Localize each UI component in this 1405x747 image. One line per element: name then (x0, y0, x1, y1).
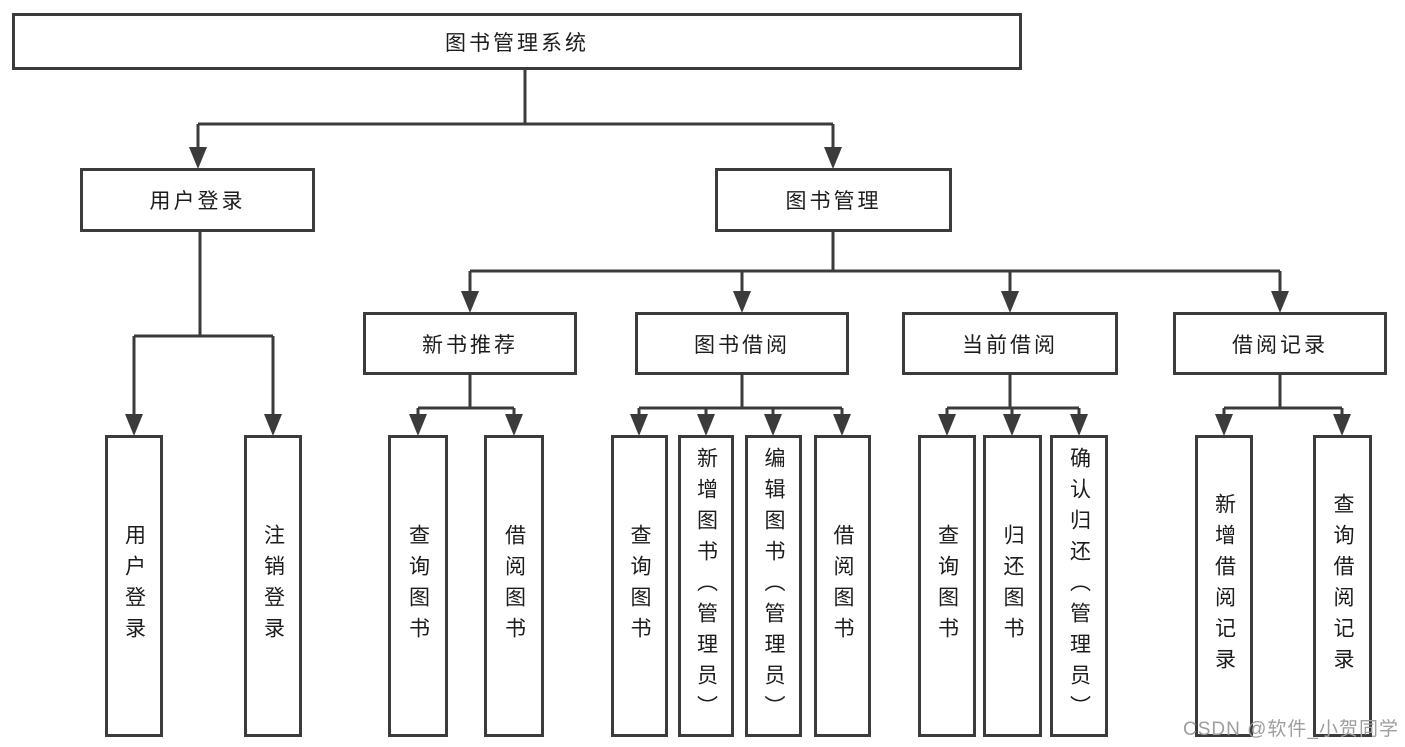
node-borrowing-records: 借阅记录 (1173, 312, 1387, 375)
leaf-edit-books-admin: 编辑图书（管理员） (745, 435, 802, 737)
leaf-query-books-current-label: 查询图书 (935, 524, 959, 648)
leaf-add-borrow-record: 新增借阅记录 (1195, 435, 1253, 737)
arrow-down-icon (1215, 414, 1233, 436)
arrow-down-icon (189, 147, 207, 169)
arrow-down-icon (1070, 414, 1088, 436)
node-current-borrowing: 当前借阅 (902, 312, 1118, 375)
csdn-watermark: CSDN @软件_小贺同学 (1183, 719, 1399, 740)
leaf-return-books: 归还图书 (983, 435, 1042, 737)
leaf-add-books-admin-label: 新增图书（管理员） (694, 446, 718, 726)
arrow-down-icon (461, 291, 479, 313)
arrow-down-icon (409, 414, 427, 436)
leaf-logout-label: 注销登录 (261, 524, 285, 648)
arrow-down-icon (1001, 291, 1019, 313)
arrow-down-icon (1003, 414, 1021, 436)
leaf-query-books-recommend: 查询图书 (388, 435, 448, 737)
arrow-down-icon (630, 414, 648, 436)
leaf-confirm-return-admin-label: 确认归还（管理员） (1067, 446, 1091, 726)
node-book-management-label: 图书管理 (785, 190, 882, 213)
node-new-book-recommend: 新书推荐 (363, 312, 577, 375)
leaf-borrow-books-label: 借阅图书 (831, 524, 854, 648)
node-book-borrowing-label: 图书借阅 (694, 333, 790, 357)
leaf-confirm-return-admin: 确认归还（管理员） (1050, 435, 1108, 737)
arrow-down-icon (824, 147, 842, 169)
leaf-add-borrow-record-label: 新增借阅记录 (1212, 493, 1236, 679)
leaf-borrow-books: 借阅图书 (814, 435, 871, 737)
arrow-down-icon (697, 414, 715, 436)
leaf-query-borrow-record: 查询借阅记录 (1313, 435, 1372, 737)
arrow-down-icon (1333, 414, 1351, 436)
leaf-query-books-recommend-label: 查询图书 (406, 524, 430, 648)
connector-paths (132, 70, 1344, 417)
node-book-borrowing: 图书借阅 (635, 312, 849, 375)
node-library-system-label: 图书管理系统 (445, 31, 589, 55)
leaf-query-books-label: 查询图书 (628, 524, 651, 648)
arrow-down-icon (125, 414, 143, 436)
leaf-borrow-books-recommend-label: 借阅图书 (502, 524, 526, 648)
leaf-logout: 注销登录 (244, 435, 302, 737)
arrow-down-icon (733, 291, 751, 313)
leaf-user-login-label: 用户登录 (122, 524, 146, 648)
leaf-return-books-label: 归还图书 (1001, 524, 1024, 648)
leaf-edit-books-admin-label: 编辑图书（管理员） (762, 446, 785, 726)
leaf-add-books-admin: 新增图书（管理员） (678, 435, 734, 737)
node-user-login-label: 用户登录 (149, 190, 246, 213)
node-library-system: 图书管理系统 (12, 13, 1022, 70)
arrow-down-icon (833, 414, 851, 436)
arrow-down-icon (505, 414, 523, 436)
node-user-login: 用户登录 (80, 168, 315, 232)
node-current-borrowing-label: 当前借阅 (962, 333, 1058, 357)
leaf-borrow-books-recommend: 借阅图书 (484, 435, 544, 737)
node-book-management: 图书管理 (715, 168, 952, 232)
arrow-down-icons (125, 147, 1351, 436)
leaf-user-login: 用户登录 (105, 435, 163, 737)
leaf-query-borrow-record-label: 查询借阅记录 (1331, 493, 1354, 679)
arrow-down-icon (764, 414, 782, 436)
arrow-down-icon (938, 414, 956, 436)
arrow-down-icon (264, 414, 282, 436)
node-new-book-recommend-label: 新书推荐 (422, 333, 518, 357)
leaf-query-books: 查询图书 (611, 435, 668, 737)
leaf-query-books-current: 查询图书 (918, 435, 976, 737)
node-borrowing-records-label: 借阅记录 (1232, 333, 1328, 357)
arrow-down-icon (1271, 291, 1289, 313)
